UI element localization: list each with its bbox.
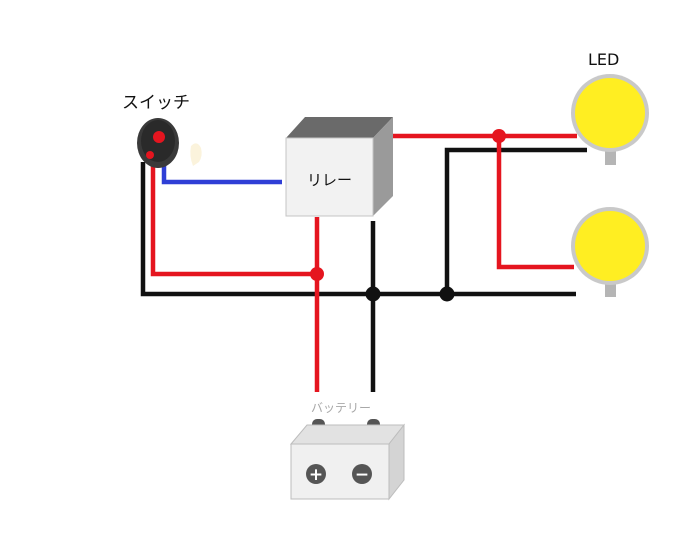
junction-dot — [365, 286, 381, 302]
positive-wires — [150, 133, 577, 392]
battery-plus-sign: + — [309, 465, 323, 485]
relay-side-face — [373, 117, 393, 216]
led-stem — [605, 282, 616, 297]
battery-minus-sign: − — [355, 465, 369, 485]
led-lens — [575, 211, 645, 281]
ground-wire-switch-to-bus — [140, 162, 576, 297]
junction-dot — [310, 267, 324, 281]
led-lens — [575, 78, 645, 148]
switch-light-glow-icon — [190, 143, 202, 166]
plus-icon — [306, 464, 326, 484]
minus-icon — [352, 464, 372, 484]
switch-indicator — [153, 131, 165, 143]
switch-label: スイッチ — [122, 93, 190, 113]
switch — [137, 118, 202, 168]
switch-terminal — [146, 151, 154, 159]
led-lamp-2 — [571, 207, 649, 297]
positive-wire-led2 — [496, 136, 574, 270]
battery-label: バッテリー — [311, 401, 371, 415]
ground-wire-led1 — [444, 147, 587, 294]
control-wire-switch-to-relay — [161, 165, 282, 185]
battery-top-face — [289, 424, 406, 445]
relay — [285, 117, 393, 217]
ground-wires — [140, 147, 587, 392]
led-lamp-1 — [571, 74, 649, 165]
battery-front-face — [290, 443, 390, 500]
junction-dot — [439, 286, 455, 302]
relay-front-face — [285, 137, 374, 217]
positive-wire-switch-to-battery — [150, 157, 317, 277]
relay-top-face — [286, 117, 393, 138]
battery: + − — [289, 419, 406, 501]
junction-dot — [492, 129, 506, 143]
led-stem — [605, 150, 616, 165]
relay-label: リレー — [307, 171, 352, 189]
led-label: LED — [588, 50, 619, 69]
